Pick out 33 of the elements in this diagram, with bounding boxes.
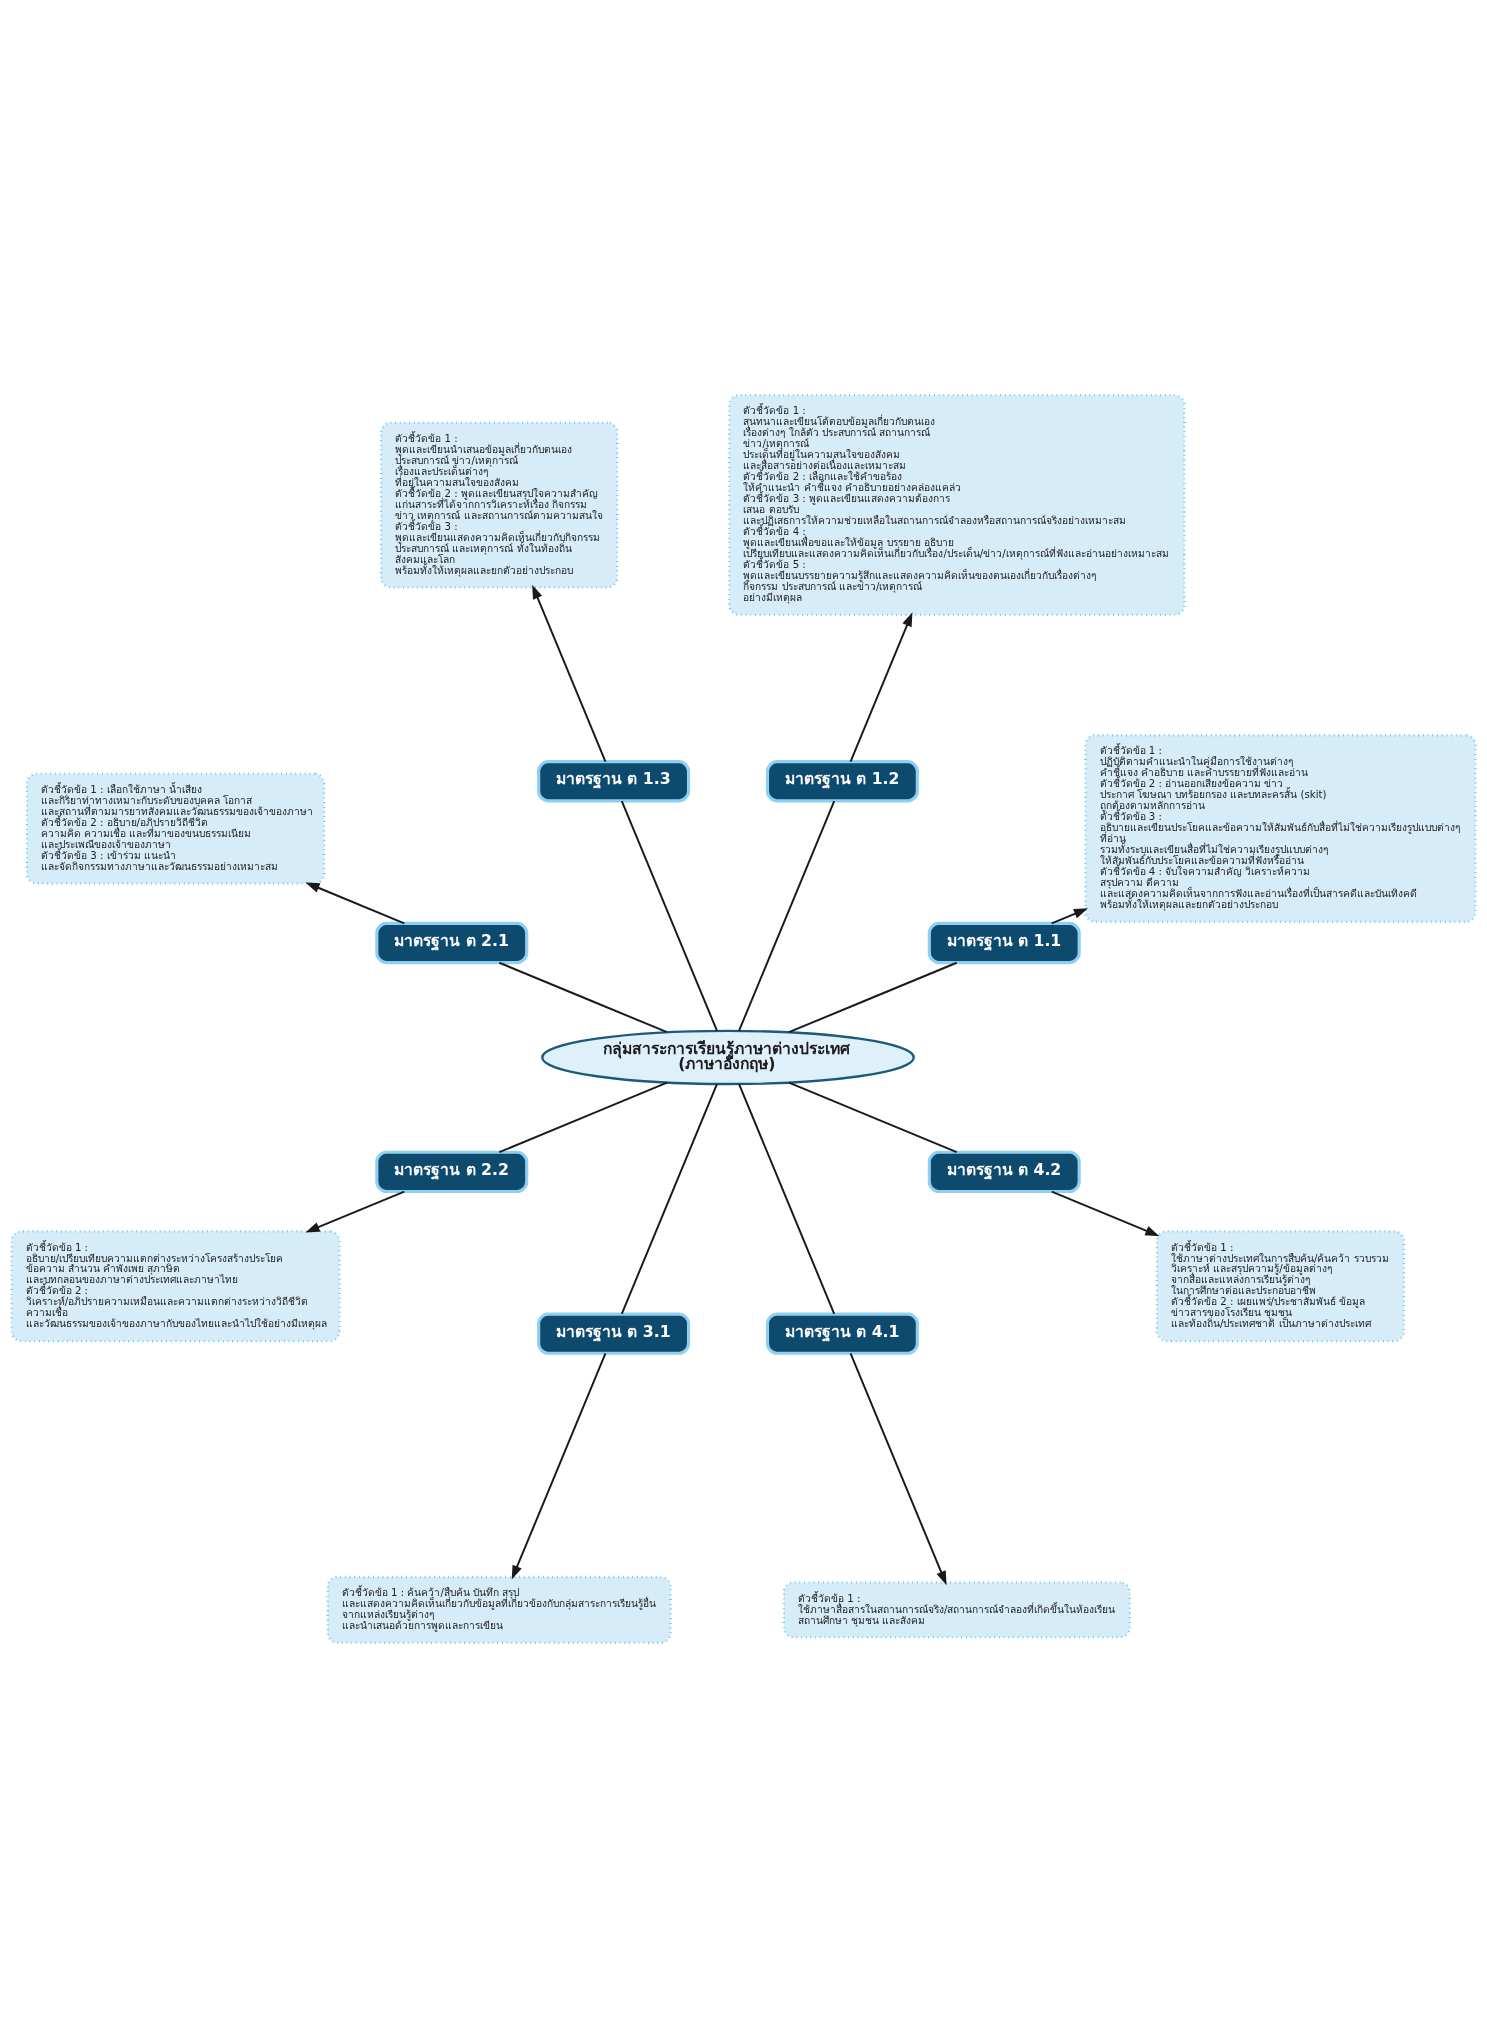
- node-box: ตัวชี้วัดข้อ 1 : อธิบาย/เปรียบเทียบความแตกต่างระหว่างโครงสร้างประโยค ข้อความ สำนวน คำพังเพย สุภาษิต และบทกลอนของภาษาต่างประเทศและภาษาไทย ตัวชี้วัดข้อ 2 : วิเคราะห์/อภิปรายความเหมือนและความแตกต่างระหว่างวิถีชีวิต ความเชื่อ และวัฒนธรรมของเจ้าของภาษากับของไทยและนำไปใช้อย่างมีเหตุผล: [10, 1230, 341, 1343]
- connector: [498, 961, 668, 1034]
- connector: [620, 800, 718, 1032]
- node-box: ตัวชี้วัดข้อ 1 : พูดและเขียนนำเสนอข้อมูลเกี่ยวกับตนเอง ประสบการณ์ ข่าว/เหตุการณ์ เรื่องและประเด็นต่างๆ ที่อยู่ในความสนใจของสังคม ตัวชี้วัดข้อ 2 : พูดและเขียนสรุปใจความสำคัญ แก่นสาระที่ได้จากการวิเคราะห์เรื่อง กิจกรรม ข่าว เหตุการณ์ และสถานการณ์ตามความสนใจ ตัวชี้วัดข้อ 3 : พูดและเขียนแสดงความคิดเห็นเกี่ยวกับกิจกรรม ประสบการณ์ และเหตุการณ์ ทั้งในท้องถิ่น สังคมและโลก พร้อมทั้งให้เหตุผลและยกตัวอย่างประกอบ: [379, 421, 619, 589]
- node-box: มาตรฐาน ต 1.1: [927, 921, 1081, 965]
- arrow: [849, 1352, 947, 1586]
- arrow: [1050, 1190, 1160, 1237]
- node-box: มาตรฐาน ต 2.1: [375, 921, 529, 965]
- node-box: มาตรฐาน ต 3.1: [537, 1312, 691, 1355]
- node-box: ตัวชี้วัดข้อ 1 : ใช้ภาษาสื่อสารในสถานการณ์จริง/สถานการณ์จำลองที่เกิดขึ้นในห้องเรียน สถานศึกษา ชุมชน และสังคม: [782, 1581, 1132, 1639]
- node-box: มาตรฐาน ต 1.2: [765, 760, 919, 803]
- connector: [738, 800, 836, 1032]
- connector: [788, 961, 958, 1034]
- node-box: ตัวชี้วัดข้อ 1 : เลือกใช้ภาษา น้ำเสียง และกิริยาท่าทางเหมาะกับระดับของบุคคล โอกาส และสถานที่ตามมารยาทสังคมและวัฒนธรรมของเจ้าของภาษา ตัวชี้วัดข้อ 2 : อธิบาย/อภิปรายวิถีชีวิต ความคิด ความเชื่อ และที่มาของขนบธรรมเนียม และประเพณีของเจ้าของภาษา ตัวชี้วัดข้อ 3 : เข้าร่วม แนะนำ และจัดกิจกรรมทางภาษาและวัฒนธรรมอย่างเหมาะสม: [25, 772, 326, 885]
- arrow: [849, 612, 913, 763]
- connector: [788, 1081, 958, 1154]
- node-box: ตัวชี้วัดข้อ 1 : สนทนาและเขียนโต้ตอบข้อมูลเกี่ยวกับตนเอง เรื่องต่างๆ ใกล้ตัว ประสบการณ์ สถานการณ์ ข่าว/เหตุการณ์ ประเด็นที่อยู่ในความสนใจของสังคม และสื่อสารอย่างต่อเนื่องและเหมาะสม ตัวชี้วัดข้อ 2 : เลือกและใช้คำขอร้อง ให้คำแนะนำ คำชี้แจง คำอธิบายอย่างคล่องแคล่ว ตัวชี้วัดข้อ 3 : พูดและเขียนแสดงความต้องการ เสนอ ตอบรับ และปฏิเสธการให้ความช่วยเหลือในสถานการณ์จำลองหรือสถานการณ์จริงอย่างเหมาะสม ตัวชี้วัดข้อ 4 : พูดและเขียนเพื่อขอและให้ข้อมูล บรรยาย อธิบาย เปรียบเทียบและแสดงความคิดเห็นเกี่ยวกับเรื่อง/ประเด็น/ข่าว/เหตุการณ์ที่ฟังและอ่านอย่างเหมาะสม ตัวชี้วัดข้อ 5 : พูดและเขียนบรรยายความรู้สึกและแสดงความคิดเห็นของตนเองเกี่ยวกับเรื่องต่างๆ กิจกรรม ประสบการณ์ และข่าว/เหตุการณ์ อย่างมีเหตุผล: [728, 393, 1186, 616]
- arrow: [532, 584, 607, 763]
- connector: [498, 1081, 668, 1154]
- arrow: [305, 1190, 406, 1233]
- node-box: มาตรฐาน ต 2.2: [375, 1150, 529, 1194]
- arrow: [511, 1352, 607, 1580]
- node-box: ตัวชี้วัดข้อ 1 : ค้นคว้า/สืบค้น บันทึก สรุป และแสดงความคิดเห็นเกี่ยวกับข้อมูลที่เกี่ยวข้องกับกลุ่มสาระการเรียนรู้อื่น จากแหล่งเรียนรู้ต่างๆ และนำเสนอด้วยการพูดและการเขียน: [326, 1575, 672, 1645]
- node-ellipse: กลุ่มสาระการเรียนรู้ภาษาต่างประเทศ (ภาษาอังกฤษ): [541, 1029, 915, 1086]
- arrow: [1050, 908, 1089, 925]
- connector: [738, 1083, 836, 1315]
- node-box: ตัวชี้วัดข้อ 1 : ปฏิบัติตามคำแนะนำในคู่มือการใช้งานต่างๆ คำชี้แจง คำอธิบาย และคำบรรยายที่ฟังและอ่าน ตัวชี้วัดข้อ 2 : อ่านออกเสียงข้อความ ข่าว ประกาศ โฆษณา บทร้อยกรอง และบทละครสั้น (skit) ถูกต้องตามหลักการอ่าน ตัวชี้วัดข้อ 3 : อธิบายและเขียนประโยคและข้อความให้สัมพันธ์กับสื่อที่ไม่ใช่ความเรียงรูปแบบต่างๆ ที่อ่าน รวมทั้งระบุและเขียนสื่อที่ไม่ใช่ความเรียงรูปแบบต่างๆ ให้สัมพันธ์กับประโยคและข้อความที่ฟังหรืออ่าน ตัวชี้วัดข้อ 4 : จับใจความสำคัญ วิเคราะห์ความ สรุปความ ตีความ และแสดงความคิดเห็นจากการฟังและอ่านเรื่องที่เป็นสารคดีและบันเทิงคดี พร้อมทั้งให้เหตุผลและยกตัวอย่างประกอบ: [1084, 734, 1477, 924]
- node-box: มาตรฐาน ต 4.1: [765, 1312, 919, 1355]
- node-box: ตัวชี้วัดข้อ 1 : ใช้ภาษาต่างประเทศในการสืบค้น/ค้นคว้า รวบรวม วิเคราะห์ และสรุปความรู้/ข้อมูลต่างๆ จากสื่อและแหล่งการเรียนรู้ต่างๆ ในการศึกษาต่อและประกอบอาชีพ ตัวชี้วัดข้อ 2 : เผยแพร่/ประชาสัมพันธ์ ข้อมูล ข่าวสารของโรงเรียน ชุมชน และท้องถิ่น/ประเทศชาติ เป็นภาษาต่างประเทศ: [1155, 1230, 1406, 1343]
- node-box: มาตรฐาน ต 4.2: [927, 1150, 1081, 1194]
- arrow: [305, 882, 406, 925]
- node-box: มาตรฐาน ต 1.3: [537, 760, 691, 803]
- connector: [620, 1083, 718, 1315]
